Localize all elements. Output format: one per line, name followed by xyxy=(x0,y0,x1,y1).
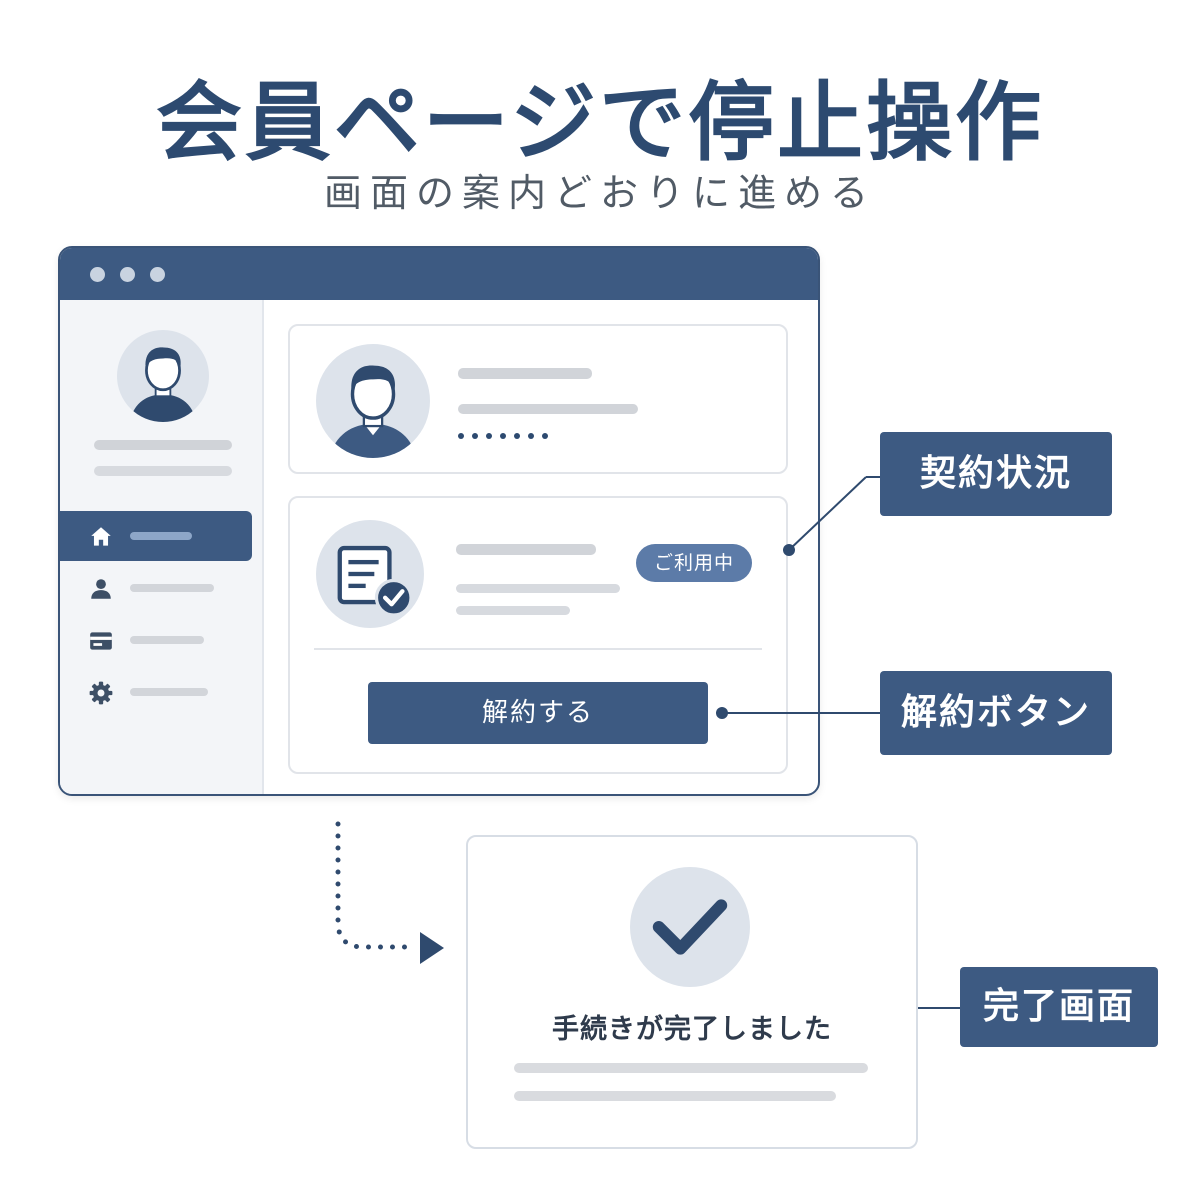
checkmark-icon xyxy=(652,899,728,955)
plan-name-placeholder xyxy=(456,544,596,555)
sidebar-name-placeholder xyxy=(94,440,232,450)
window-dot-close[interactable] xyxy=(90,267,105,282)
user-avatar-icon xyxy=(329,365,417,458)
callout-cancel-button: 解約ボタン xyxy=(880,671,1112,755)
user-icon xyxy=(91,579,111,599)
cancel-contract-button[interactable]: 解約する xyxy=(368,682,708,744)
page-title: 会員ページで停止操作 xyxy=(155,73,1045,173)
completion-detail-placeholder xyxy=(514,1063,868,1073)
user-avatar-icon xyxy=(129,347,197,422)
sidebar xyxy=(60,300,264,794)
callout-complete-screen: 完了画面 xyxy=(960,967,1158,1047)
callout-contract-status: 契約状況 xyxy=(880,432,1112,516)
card-icon xyxy=(90,632,112,650)
flow-dotted-path xyxy=(335,821,413,950)
window-dot-minimize[interactable] xyxy=(120,267,135,282)
completion-message: 手続きが完了しました xyxy=(552,1014,832,1045)
profile-detail-placeholder xyxy=(458,404,638,414)
card-divider xyxy=(314,648,762,650)
profile-card xyxy=(288,324,788,474)
page-subtitle: 画面の案内どおりに進める xyxy=(323,171,876,215)
sidebar-item-label xyxy=(130,636,204,644)
status-icon-circle xyxy=(316,520,424,628)
sidebar-item-label xyxy=(130,584,214,592)
sidebar-item-settings[interactable] xyxy=(60,667,252,717)
plan-date-placeholder xyxy=(456,606,570,615)
window-dot-maximize[interactable] xyxy=(150,267,165,282)
document-check-icon xyxy=(337,545,413,617)
window-titlebar xyxy=(60,248,818,300)
sidebar-item-home[interactable] xyxy=(60,511,252,561)
sidebar-avatar[interactable] xyxy=(117,330,209,422)
sidebar-email-placeholder xyxy=(94,466,232,476)
sidebar-item-label xyxy=(130,532,192,540)
sidebar-item-label xyxy=(130,688,208,696)
gear-icon xyxy=(89,681,113,705)
completion-card: 手続きが完了しました xyxy=(466,835,918,1149)
profile-avatar[interactable] xyxy=(316,344,430,458)
profile-name-placeholder xyxy=(458,368,592,379)
member-page-window: ご利用中 解約する xyxy=(58,246,820,796)
plan-detail-placeholder xyxy=(456,584,620,593)
status-badge: ご利用中 xyxy=(636,544,752,582)
sidebar-item-profile[interactable] xyxy=(60,563,252,613)
masked-password-dots xyxy=(458,433,548,439)
flow-arrow-icon xyxy=(420,932,444,964)
sidebar-item-billing[interactable] xyxy=(60,615,252,665)
completion-note-placeholder xyxy=(514,1091,836,1101)
completion-check-circle xyxy=(630,867,750,987)
home-icon xyxy=(91,527,111,546)
